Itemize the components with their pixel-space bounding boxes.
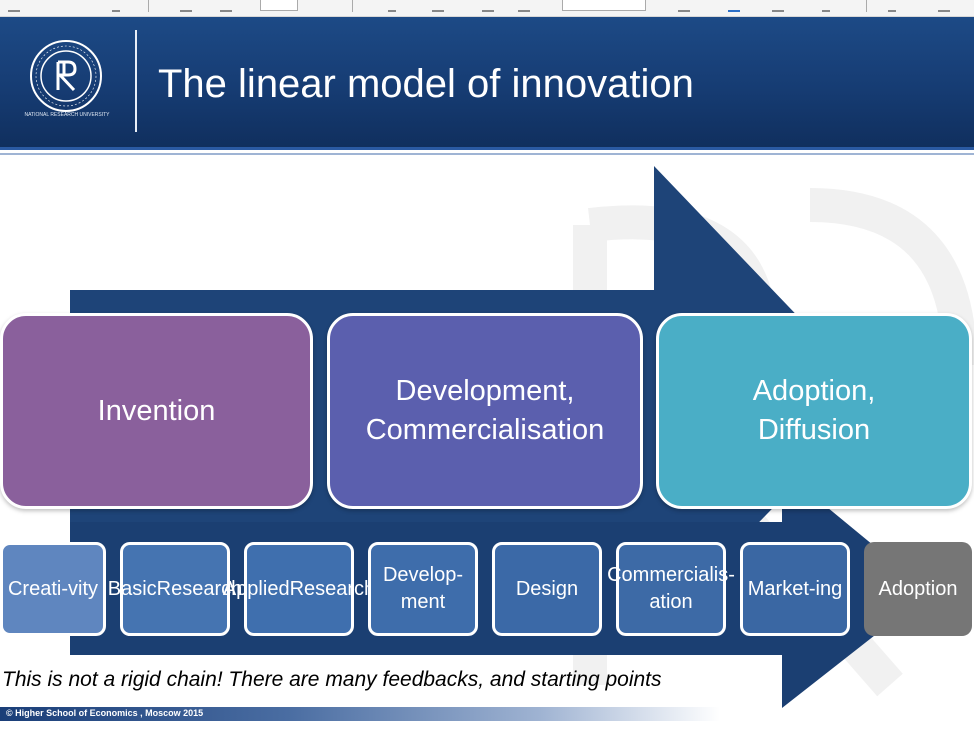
step-creativity: Creati-vity <box>0 542 106 636</box>
zoom-in-icon[interactable] <box>220 0 232 12</box>
app-toolbar <box>0 0 974 17</box>
more-icon[interactable] <box>938 0 950 12</box>
label-line: Research <box>289 577 376 600</box>
header-divider <box>135 30 137 132</box>
stage-label: Development, Commercialisation <box>366 372 605 450</box>
label-line: Development, <box>395 375 575 407</box>
step-label: Market-ing <box>748 576 843 603</box>
label-line: -ment <box>400 564 464 613</box>
save-icon[interactable] <box>728 0 740 12</box>
label-line: Market- <box>747 577 816 600</box>
label-line: Commercialisation <box>365 414 605 446</box>
label-line: Develop <box>382 564 457 586</box>
header-rule-light <box>0 153 974 155</box>
label-line: Research <box>156 577 243 600</box>
step-design: Design <box>492 542 602 636</box>
label-line: Adoption <box>878 577 958 600</box>
slide-header <box>0 17 974 147</box>
label-line: ing <box>815 577 843 600</box>
header-rule <box>0 147 974 150</box>
hand-icon[interactable] <box>432 0 444 12</box>
university-logo <box>30 40 102 112</box>
slide-title: The linear model of innovation <box>158 62 694 106</box>
header-rule-gap <box>0 150 974 153</box>
step-adoption: Adoption <box>864 542 972 636</box>
step-label: Creati-vity <box>8 576 98 603</box>
label-line: Commer <box>607 564 684 586</box>
toolbar-separator <box>148 0 149 12</box>
stage-adoption-diffusion: Adoption, Diffusion <box>656 313 972 509</box>
slide-footer-bar <box>0 707 720 721</box>
step-development: Develop-ment <box>368 542 478 636</box>
stage-invention: Invention <box>0 313 313 509</box>
toolbar-separator <box>352 0 353 12</box>
pointer-icon[interactable] <box>388 0 396 12</box>
slide-note: This is not a rigid chain! There are man… <box>2 668 662 691</box>
label-line: vity <box>68 577 98 600</box>
step-label: BasicResearch <box>108 576 243 603</box>
comment-icon[interactable] <box>772 0 784 12</box>
step-applied-research: AppliedResearch <box>223 542 375 636</box>
label-line: Creati- <box>7 577 68 600</box>
fit-page-icon[interactable] <box>678 0 690 12</box>
menu-icon[interactable] <box>8 0 20 12</box>
slide-footer: © Higher School of Economics , Moscow 20… <box>6 708 204 718</box>
zoom-in-icon[interactable] <box>518 0 530 12</box>
zoom-level-input[interactable] <box>562 0 646 11</box>
label-line: Applied <box>222 577 290 600</box>
logo-caption: NATIONAL RESEARCH UNIVERSITY <box>24 112 110 118</box>
label-line: Diffusion <box>757 414 871 446</box>
share-icon[interactable] <box>888 0 896 12</box>
step-marketing: Market-ing <box>740 542 850 636</box>
label-line: ation <box>649 591 693 613</box>
sign-icon[interactable] <box>822 0 830 12</box>
zoom-out-icon[interactable] <box>180 0 192 12</box>
label-line: Adoption, <box>752 375 876 407</box>
step-basic-research: BasicResearch <box>108 542 242 636</box>
stage-development-commercialisation: Development, Commercialisation <box>327 313 643 509</box>
step-label: Develop-ment <box>371 562 475 616</box>
label-line: Invention <box>97 394 216 427</box>
step-label: Design <box>516 576 578 603</box>
step-label: Adoption <box>879 576 958 603</box>
step-label: Commercialis-ation <box>607 562 735 616</box>
stage-label: Adoption, Diffusion <box>753 372 876 450</box>
label-line: Design <box>515 577 579 600</box>
back-icon[interactable] <box>112 0 120 12</box>
stage-label: Invention <box>98 392 216 431</box>
label-line: cialis- <box>683 564 735 586</box>
step-label: AppliedResearch <box>223 576 375 603</box>
zoom-out-icon[interactable] <box>482 0 494 12</box>
step-commercialisation: Commercialis-ation <box>607 542 735 636</box>
page-number-input[interactable] <box>260 0 298 11</box>
label-line: Basic <box>107 577 157 600</box>
toolbar-separator <box>866 0 867 12</box>
